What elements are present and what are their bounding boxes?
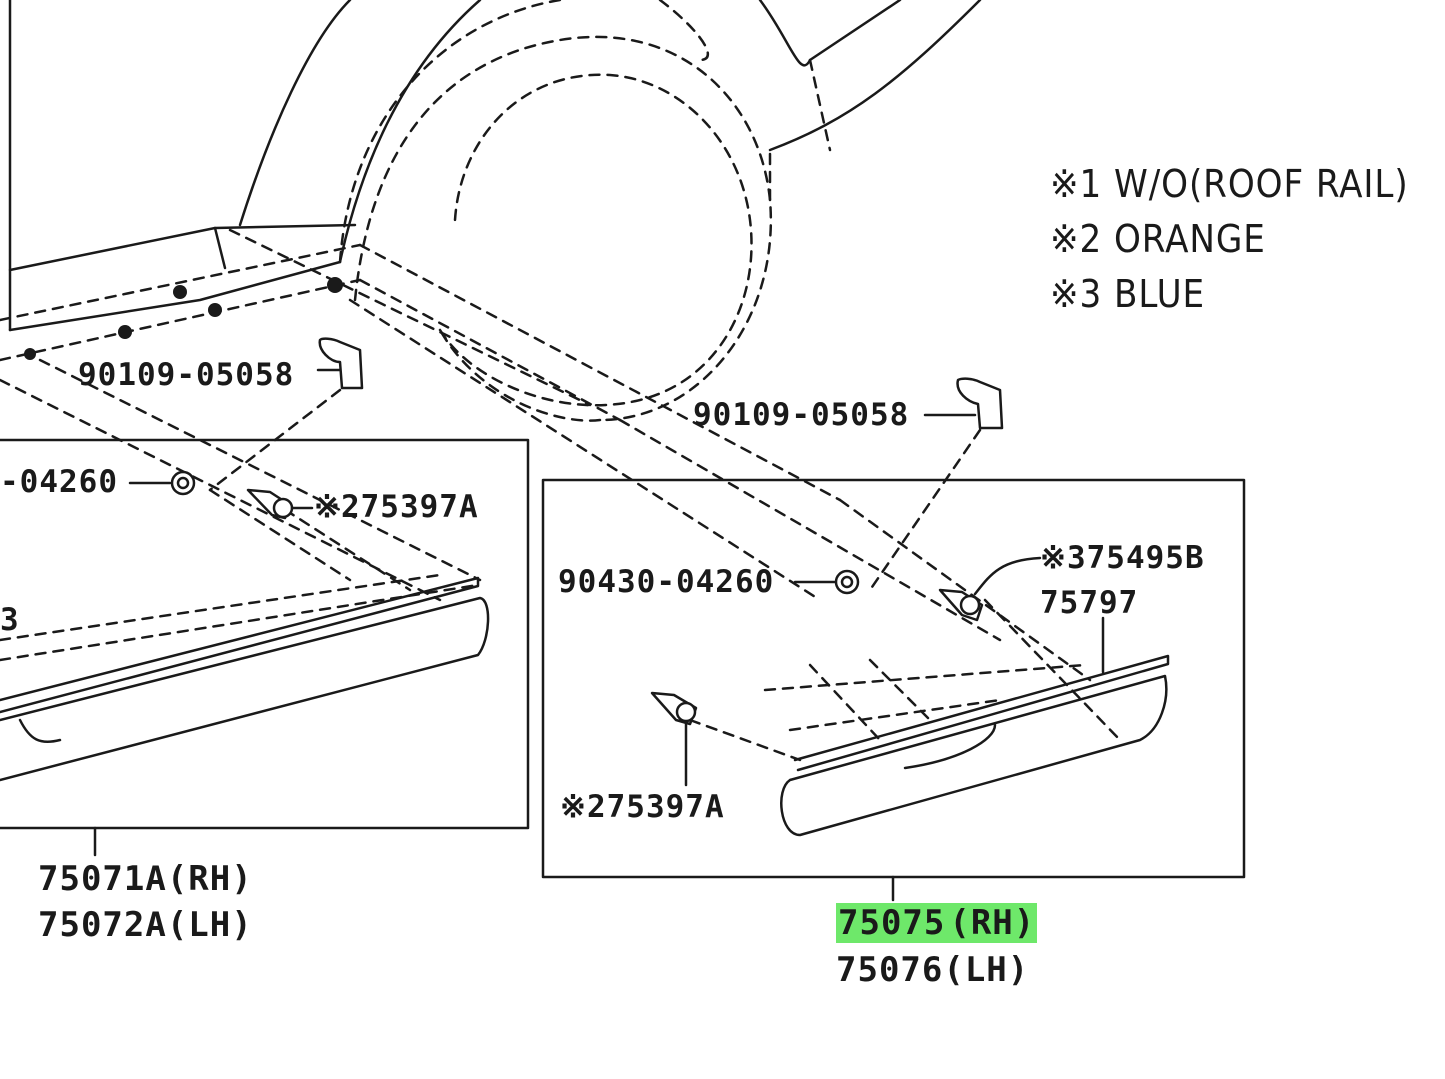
nut-left xyxy=(128,470,196,496)
assembly-right-rh: 75075(RH) xyxy=(836,903,1038,943)
callout-nut-right: 90430-04260 xyxy=(558,564,775,600)
legend-note-3: ※3 BLUE xyxy=(1050,272,1206,316)
callout-clip-right-top: ※375495B xyxy=(1040,540,1205,576)
wheel-phantom-lines xyxy=(338,0,832,422)
callout-clip-left: ※275397A xyxy=(314,489,479,525)
assembly-left-lh: 75072A(LH) xyxy=(38,905,253,945)
clip-left xyxy=(246,488,314,520)
body-holes xyxy=(24,277,343,360)
sill-phantom-lines xyxy=(0,228,1122,762)
screw-bracket-right xyxy=(923,377,1004,430)
right-moulding xyxy=(763,654,1170,837)
left-moulding xyxy=(0,573,490,782)
callout-75797: 75797 xyxy=(1040,585,1139,621)
assembly-right-lh: 75076(LH) xyxy=(836,950,1030,990)
highlighted-part-side: (RH) xyxy=(947,903,1038,943)
legend-note-1: ※1 W/O(ROOF RAIL) xyxy=(1050,162,1409,206)
highlighted-part-number: 75075 xyxy=(836,903,948,943)
clip-right-bottom xyxy=(650,691,698,787)
left-frame xyxy=(0,438,530,830)
screw-bracket-left xyxy=(316,337,364,390)
clip-right-top xyxy=(938,556,1042,622)
callout-screw-left: 90109-05058 xyxy=(78,357,295,393)
callout-stray-3: 3 xyxy=(0,602,20,638)
callout-nut-left: -04260 xyxy=(0,464,118,500)
legend-note-2: ※2 ORANGE xyxy=(1050,217,1266,261)
assembly-left-rh: 75071A(RH) xyxy=(38,859,253,899)
right-frame xyxy=(541,478,1246,879)
callout-screw-right: 90109-05058 xyxy=(693,397,910,433)
nut-right xyxy=(793,569,860,595)
callout-clip-right-bottom: ※275397A xyxy=(560,789,725,825)
vehicle-body-outline xyxy=(8,0,982,332)
